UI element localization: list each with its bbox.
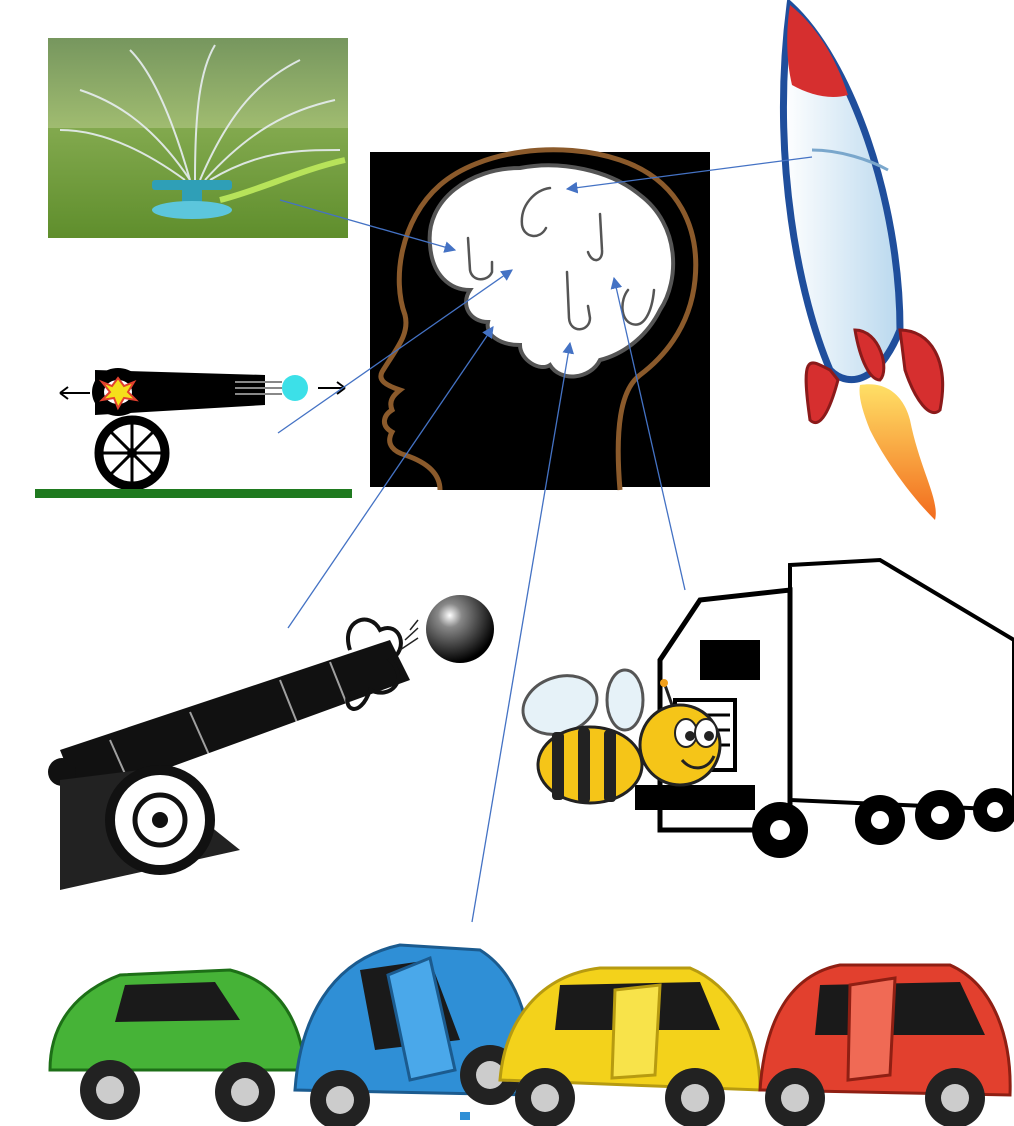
cannon-diagram — [35, 345, 352, 500]
head-brain-hooks — [370, 150, 710, 490]
car-pileup — [48, 935, 1014, 1126]
semi-truck-with-bee — [515, 555, 1014, 867]
rocket-illustration — [733, 1, 976, 521]
lawn-sprinkler-photo — [48, 38, 348, 238]
cannonball — [426, 595, 494, 663]
antique-cannon — [2, 608, 468, 923]
